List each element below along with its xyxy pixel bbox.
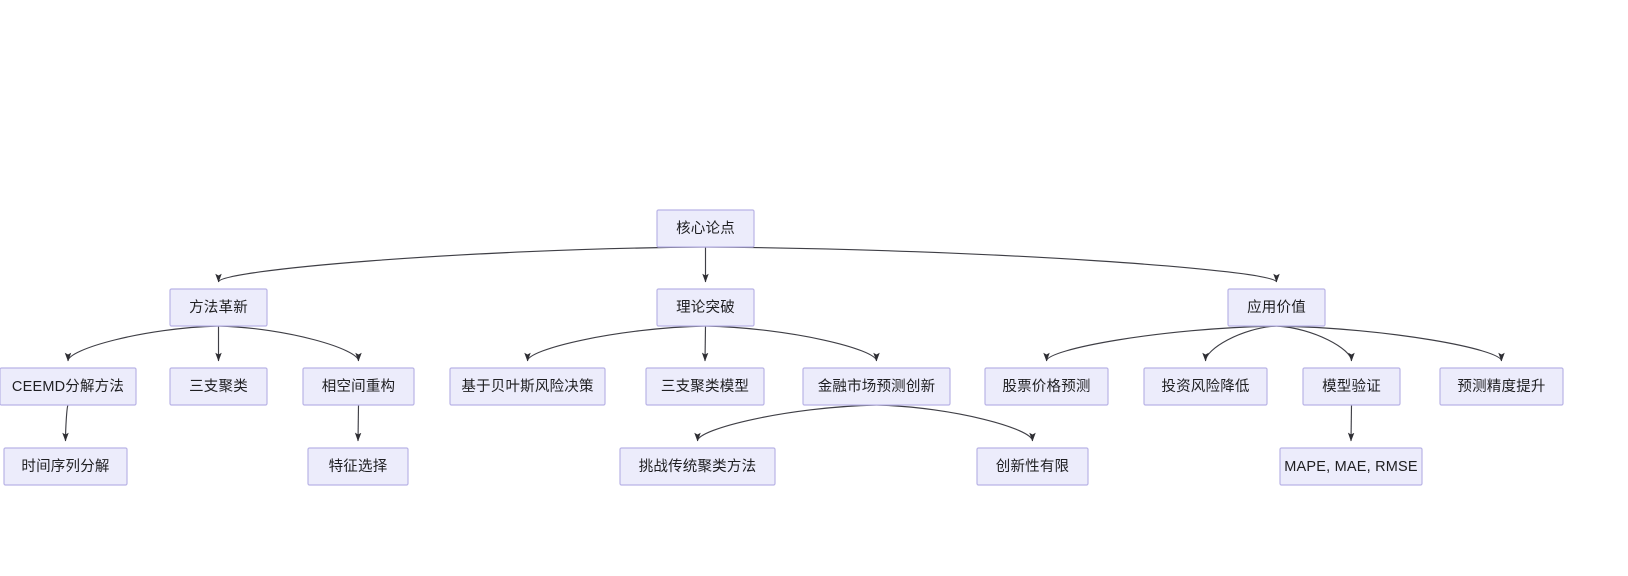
node-label-phase: 相空间重构	[322, 378, 396, 395]
node-limited[interactable]: 创新性有限	[976, 447, 1089, 486]
node-feature[interactable]: 特征选择	[307, 447, 409, 486]
node-label-feature: 特征选择	[329, 458, 388, 475]
edge-validate-to-metrics	[1347, 404, 1355, 442]
edge-finance-to-challenge	[694, 404, 877, 442]
node-finance[interactable]: 金融市场预测创新	[802, 367, 951, 406]
node-method[interactable]: 方法革新	[169, 288, 268, 327]
node-validate[interactable]: 模型验证	[1302, 367, 1401, 406]
node-label-stock: 股票价格预测	[1002, 378, 1090, 395]
node-box-validate[interactable]	[1302, 367, 1401, 406]
node-label-threeway: 三支聚类	[189, 378, 248, 395]
edge-application-to-stock	[1043, 325, 1277, 362]
node-box-challenge[interactable]	[619, 447, 776, 486]
node-label-validate: 模型验证	[1322, 378, 1381, 395]
node-box-accuracy[interactable]	[1439, 367, 1564, 406]
node-label-threeway_model: 三支聚类模型	[661, 378, 749, 395]
node-metrics[interactable]: MAPE, MAE, RMSE	[1279, 447, 1423, 486]
node-box-bayes[interactable]	[449, 367, 606, 406]
node-label-ceemd: CEEMD分解方法	[12, 378, 124, 395]
node-accuracy[interactable]: 预测精度提升	[1439, 367, 1564, 406]
edge-finance-to-limited	[876, 404, 1036, 442]
node-bayes[interactable]: 基于贝叶斯风险决策	[449, 367, 606, 406]
node-label-timeseries: 时间序列分解	[21, 458, 109, 475]
node-box-ceemd[interactable]	[0, 367, 137, 406]
node-box-feature[interactable]	[307, 447, 409, 486]
edge-ceemd-to-timeseries	[62, 404, 69, 442]
node-box-metrics[interactable]	[1279, 447, 1423, 486]
edge-theory-to-threeway_model	[701, 325, 709, 362]
node-timeseries[interactable]: 时间序列分解	[3, 447, 128, 486]
node-label-limited: 创新性有限	[996, 458, 1070, 475]
edge-method-to-ceemd	[64, 325, 219, 362]
node-label-challenge: 挑战传统聚类方法	[639, 458, 757, 475]
node-label-metrics: MAPE, MAE, RMSE	[1284, 459, 1418, 475]
edge-theory-to-bayes	[524, 325, 706, 362]
node-box-stock[interactable]	[984, 367, 1109, 406]
node-theory[interactable]: 理论突破	[656, 288, 755, 327]
node-phase[interactable]: 相空间重构	[302, 367, 415, 406]
node-box-finance[interactable]	[802, 367, 951, 406]
node-box-threeway_model[interactable]	[645, 367, 765, 406]
node-label-core: 核心论点	[676, 220, 735, 237]
edge-layer	[62, 246, 1505, 442]
edge-core-to-application	[705, 246, 1280, 283]
edge-application-to-risk	[1202, 325, 1277, 362]
edge-phase-to-feature	[354, 404, 362, 442]
edge-core-to-method	[215, 246, 706, 283]
node-label-risk: 投资风险降低	[1161, 378, 1249, 395]
node-box-core[interactable]	[656, 209, 755, 248]
node-core[interactable]: 核心论点	[656, 209, 755, 248]
node-box-method[interactable]	[169, 288, 268, 327]
edge-theory-to-finance	[705, 325, 880, 362]
node-box-threeway[interactable]	[169, 367, 268, 406]
node-label-application: 应用价值	[1247, 298, 1306, 316]
node-threeway[interactable]: 三支聚类	[169, 367, 268, 406]
node-risk[interactable]: 投资风险降低	[1143, 367, 1268, 406]
node-box-application[interactable]	[1227, 288, 1326, 327]
node-threeway_model[interactable]: 三支聚类模型	[645, 367, 765, 406]
node-label-finance: 金融市场预测创新	[818, 378, 936, 395]
node-box-phase[interactable]	[302, 367, 415, 406]
edge-method-to-phase	[218, 325, 362, 362]
node-label-theory: 理论突破	[676, 299, 735, 316]
node-challenge[interactable]: 挑战传统聚类方法	[619, 447, 776, 486]
edge-application-to-accuracy	[1276, 325, 1505, 362]
node-application[interactable]: 应用价值	[1227, 288, 1326, 327]
node-box-limited[interactable]	[976, 447, 1089, 486]
node-ceemd[interactable]: CEEMD分解方法	[0, 367, 137, 406]
node-box-timeseries[interactable]	[3, 447, 128, 486]
node-box-risk[interactable]	[1143, 367, 1268, 406]
node-label-accuracy: 预测精度提升	[1457, 378, 1545, 395]
node-stock[interactable]: 股票价格预测	[984, 367, 1109, 406]
node-label-method: 方法革新	[189, 299, 248, 316]
edge-application-to-validate	[1276, 325, 1355, 362]
node-box-theory[interactable]	[656, 288, 755, 327]
node-label-bayes: 基于贝叶斯风险决策	[461, 378, 594, 395]
